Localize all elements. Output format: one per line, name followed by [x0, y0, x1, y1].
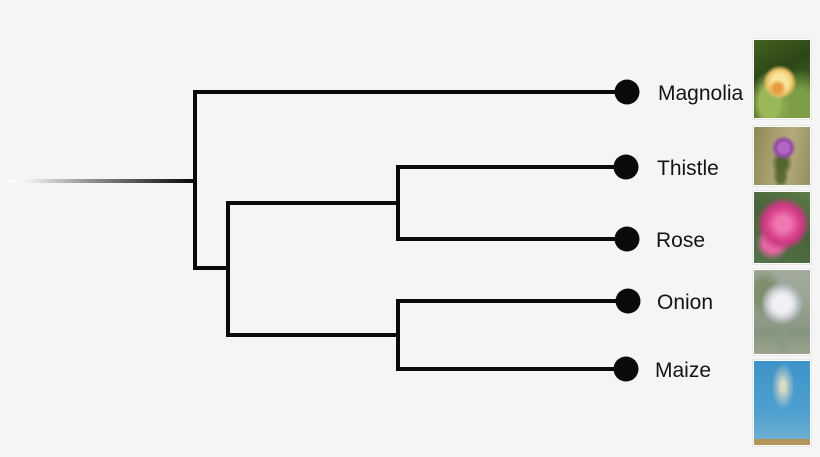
taxon-node-thistle-icon: [613, 154, 639, 180]
thistle-photo: [753, 126, 811, 186]
taxon-label-magnolia: Magnolia: [658, 82, 744, 105]
taxon-label-thistle: Thistle: [657, 157, 719, 180]
onion-photo: [753, 269, 811, 355]
branch-inner-clade-split: [226, 201, 398, 337]
taxon-label-rose: Rose: [656, 229, 705, 252]
taxon-node-onion-icon: [615, 288, 641, 314]
taxon-node-magnolia-icon: [614, 79, 640, 105]
taxon-label-maize: Maize: [655, 359, 711, 382]
maize-photo: [753, 360, 811, 446]
branch-thistle-rose-split: [396, 165, 627, 241]
taxon-node-rose-icon: [614, 226, 640, 252]
taxon-label-onion: Onion: [657, 291, 713, 314]
rose-photo: [753, 191, 811, 264]
magnolia-photo: [753, 39, 811, 119]
taxon-node-maize-icon: [613, 356, 639, 382]
branch-magnolia-clade-split: [193, 90, 627, 270]
branch-onion-maize-split: [396, 299, 628, 371]
